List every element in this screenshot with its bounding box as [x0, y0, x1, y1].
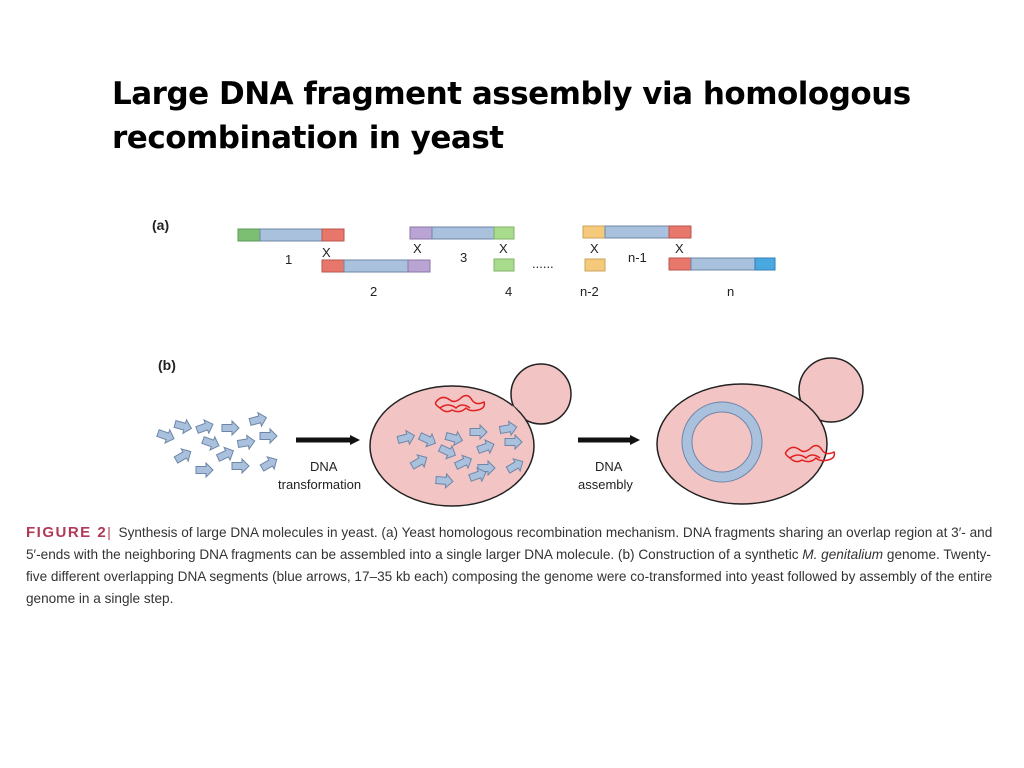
fragment-label-2: 2	[370, 284, 377, 299]
fragment-label-1: 1	[285, 252, 292, 267]
free-dna-fragments	[156, 411, 278, 479]
crossover-mark-1: X	[322, 245, 331, 260]
fragment-3	[409, 226, 515, 240]
fragment-1	[237, 228, 345, 242]
fragment-n-2	[584, 258, 606, 272]
figure-diagram: (a) 1 X 2 X 3 X 4 ...... n-2 X n-1 X	[152, 217, 864, 507]
fragment-label-4: 4	[505, 284, 512, 299]
fragment-4	[493, 258, 515, 272]
fragment-label-n: n	[727, 284, 734, 299]
caption-text-part1: Synthesis of large DNA molecules in yeas…	[26, 525, 993, 562]
arrow2-label-line1: DNA	[595, 459, 623, 474]
caption-separator: |	[107, 525, 111, 540]
crossover-mark-4: X	[590, 241, 599, 256]
panel-b-label: (b)	[158, 357, 176, 373]
caption-figure-label: FIGURE 2	[26, 524, 108, 541]
transformed-dna-fragments	[396, 420, 524, 490]
crossover-mark-5: X	[675, 241, 684, 256]
fragment-label-3: 3	[460, 250, 467, 265]
slide-title: Large DNA fragment assembly via homologo…	[112, 72, 972, 160]
ellipsis: ......	[532, 256, 554, 271]
crossover-mark-2: X	[413, 241, 422, 256]
arrow2-label-line2: assembly	[578, 477, 633, 492]
figure-caption: FIGURE 2| Synthesis of large DNA molecul…	[26, 522, 1001, 610]
fragment-n	[668, 257, 776, 271]
fragment-label-n-2: n-2	[580, 284, 599, 299]
arrow1-label-line1: DNA	[310, 459, 338, 474]
slide-title-line1: Large DNA fragment assembly via homologo…	[112, 76, 911, 112]
yeast-chromosome-2	[784, 444, 836, 463]
fragment-2	[321, 259, 431, 273]
caption-text-part2: genome. Twenty-five different overlappin…	[26, 547, 993, 606]
crossover-mark-3: X	[499, 241, 508, 256]
fragment-label-n-1: n-1	[628, 250, 647, 265]
fragment-n-1	[582, 225, 692, 239]
yeast-chromosome-1	[434, 394, 486, 413]
caption-species-name: M. genitalium	[802, 547, 884, 562]
assembled-circular-genome	[681, 401, 763, 483]
slide-title-line2: recombination in yeast	[112, 120, 504, 156]
panel-a-label: (a)	[152, 217, 169, 233]
arrow1-label-line2: transformation	[278, 477, 361, 492]
